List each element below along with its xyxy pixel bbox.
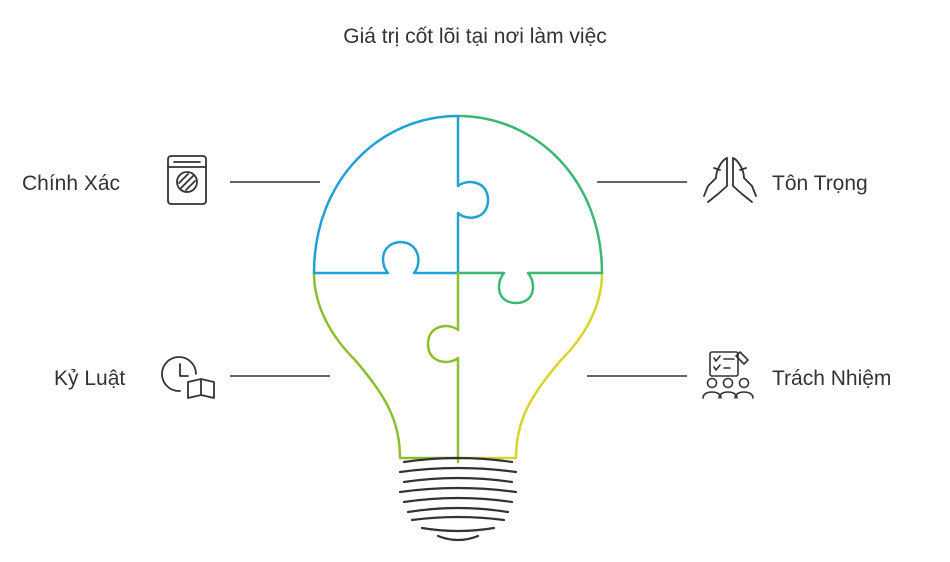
bulb-base (398, 456, 518, 542)
team-checklist-icon (702, 351, 754, 399)
diagram-title: Giá trị cốt lõi tại nơi làm việc (343, 25, 607, 48)
label-ton-trong: Tôn Trọng (772, 172, 868, 195)
praying-hands-icon (703, 157, 757, 203)
seam-vertical-bottom (426, 271, 460, 464)
label-chinh-xac: Chính Xác (22, 172, 120, 195)
bulb-outline-top-right (456, 114, 604, 275)
bulb-outline-bottom-left (312, 271, 460, 460)
clock-book-icon (161, 356, 215, 399)
precision-device-icon (167, 155, 207, 205)
label-ky-luat: Kỷ Luật (54, 367, 125, 390)
bulb-outline-bottom-right (456, 271, 604, 460)
seam-horizontal-right (456, 271, 604, 305)
seam-horizontal-left (312, 240, 460, 275)
label-trach-nhiem: Trách Nhiệm (772, 367, 891, 390)
bulb-outline-top-left (312, 114, 460, 275)
light-bulb (312, 114, 604, 464)
seam-vertical-top (456, 114, 490, 275)
